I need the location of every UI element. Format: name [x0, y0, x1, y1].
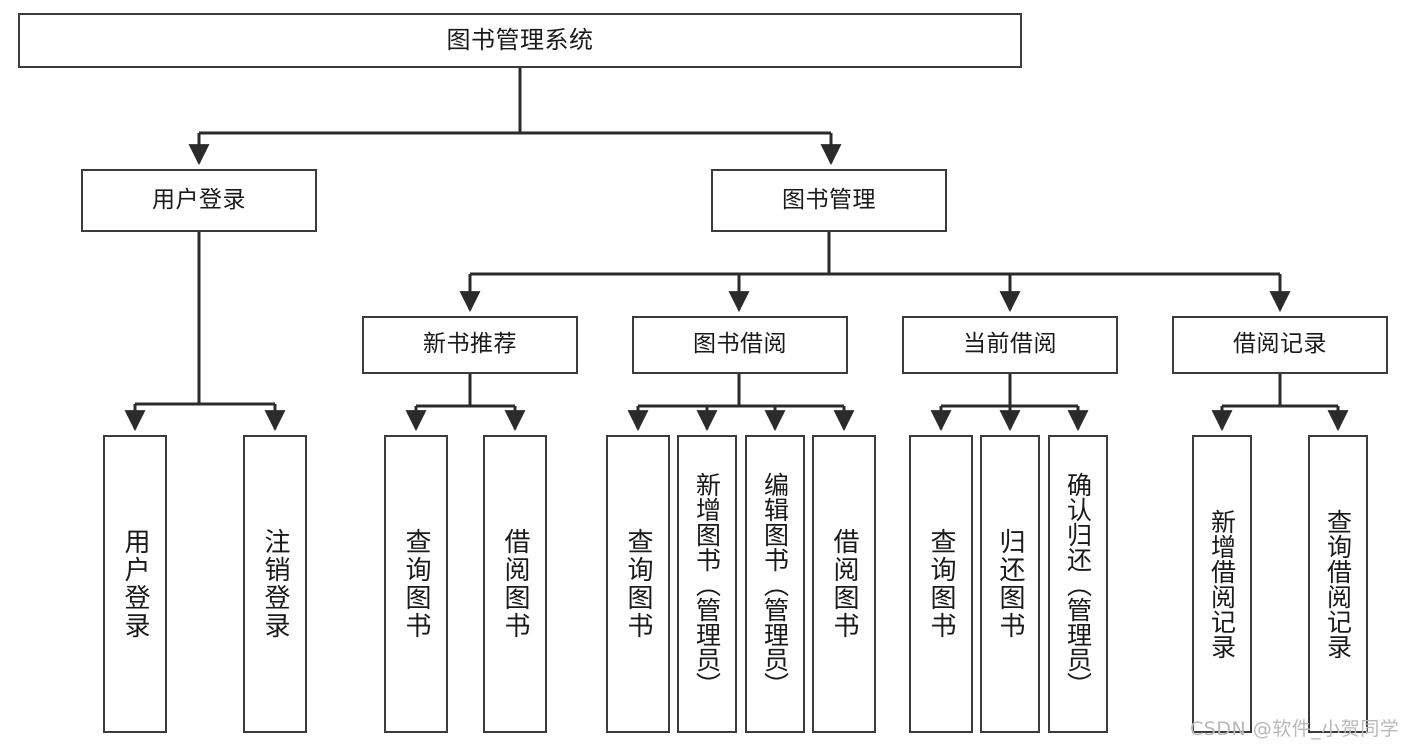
- node-root[interactable]: 图书管理系统: [18, 13, 1022, 68]
- node-current-borrow[interactable]: 当前借阅: [902, 316, 1118, 374]
- node-user-login[interactable]: 用户登录: [81, 169, 317, 232]
- leaf-recommend-query-book[interactable]: 查询图书: [384, 435, 448, 733]
- leaf-record-query-record-label: 查询借阅记录: [1323, 509, 1353, 659]
- leaf-user-login-signout[interactable]: 注销登录: [243, 435, 307, 733]
- leaf-borrow-borrow-book-label: 借阅图书: [829, 528, 859, 640]
- leaf-recommend-borrow-book-label: 借阅图书: [500, 528, 530, 640]
- leaf-borrow-borrow-book[interactable]: 借阅图书: [812, 435, 876, 733]
- leaf-borrow-edit-book-label: 编辑图书（管理员）: [760, 471, 790, 697]
- leaf-user-login-signout-label: 注销登录: [260, 528, 290, 640]
- leaf-borrow-query-book-label: 查询图书: [623, 528, 653, 640]
- watermark: CSDN @软件_小贺同学: [1190, 718, 1400, 740]
- leaf-borrow-add-book-label: 新增图书（管理员）: [692, 471, 722, 697]
- node-book-management[interactable]: 图书管理: [711, 169, 947, 232]
- leaf-borrow-edit-book[interactable]: 编辑图书（管理员）: [745, 435, 805, 733]
- node-book-management-label: 图书管理: [782, 186, 876, 213]
- leaf-current-confirm-return[interactable]: 确认归还（管理员）: [1048, 435, 1108, 733]
- leaf-record-add-record[interactable]: 新增借阅记录: [1192, 435, 1252, 733]
- leaf-record-query-record[interactable]: 查询借阅记录: [1308, 435, 1368, 733]
- node-borrow-record[interactable]: 借阅记录: [1172, 316, 1388, 374]
- node-root-label: 图书管理系统: [446, 26, 594, 55]
- leaf-user-login-signin[interactable]: 用户登录: [103, 435, 167, 733]
- node-borrow-record-label: 借阅记录: [1233, 331, 1327, 358]
- leaf-current-query-book[interactable]: 查询图书: [909, 435, 973, 733]
- node-book-borrow-label: 图书借阅: [693, 331, 787, 358]
- leaf-current-return-book[interactable]: 归还图书: [980, 435, 1040, 733]
- leaf-recommend-query-book-label: 查询图书: [401, 528, 431, 640]
- leaf-record-add-record-label: 新增借阅记录: [1207, 509, 1237, 659]
- node-new-book-recommend-label: 新书推荐: [423, 331, 517, 358]
- leaf-current-return-book-label: 归还图书: [995, 528, 1025, 640]
- node-book-borrow[interactable]: 图书借阅: [632, 316, 848, 374]
- node-user-login-label: 用户登录: [152, 186, 246, 213]
- node-current-borrow-label: 当前借阅: [963, 331, 1057, 358]
- leaf-current-confirm-return-label: 确认归还（管理员）: [1063, 471, 1093, 697]
- leaf-current-query-book-label: 查询图书: [926, 528, 956, 640]
- node-new-book-recommend[interactable]: 新书推荐: [362, 316, 578, 374]
- leaf-user-login-signin-label: 用户登录: [120, 528, 150, 640]
- leaf-borrow-query-book[interactable]: 查询图书: [606, 435, 670, 733]
- leaf-recommend-borrow-book[interactable]: 借阅图书: [483, 435, 547, 733]
- leaf-borrow-add-book[interactable]: 新增图书（管理员）: [677, 435, 737, 733]
